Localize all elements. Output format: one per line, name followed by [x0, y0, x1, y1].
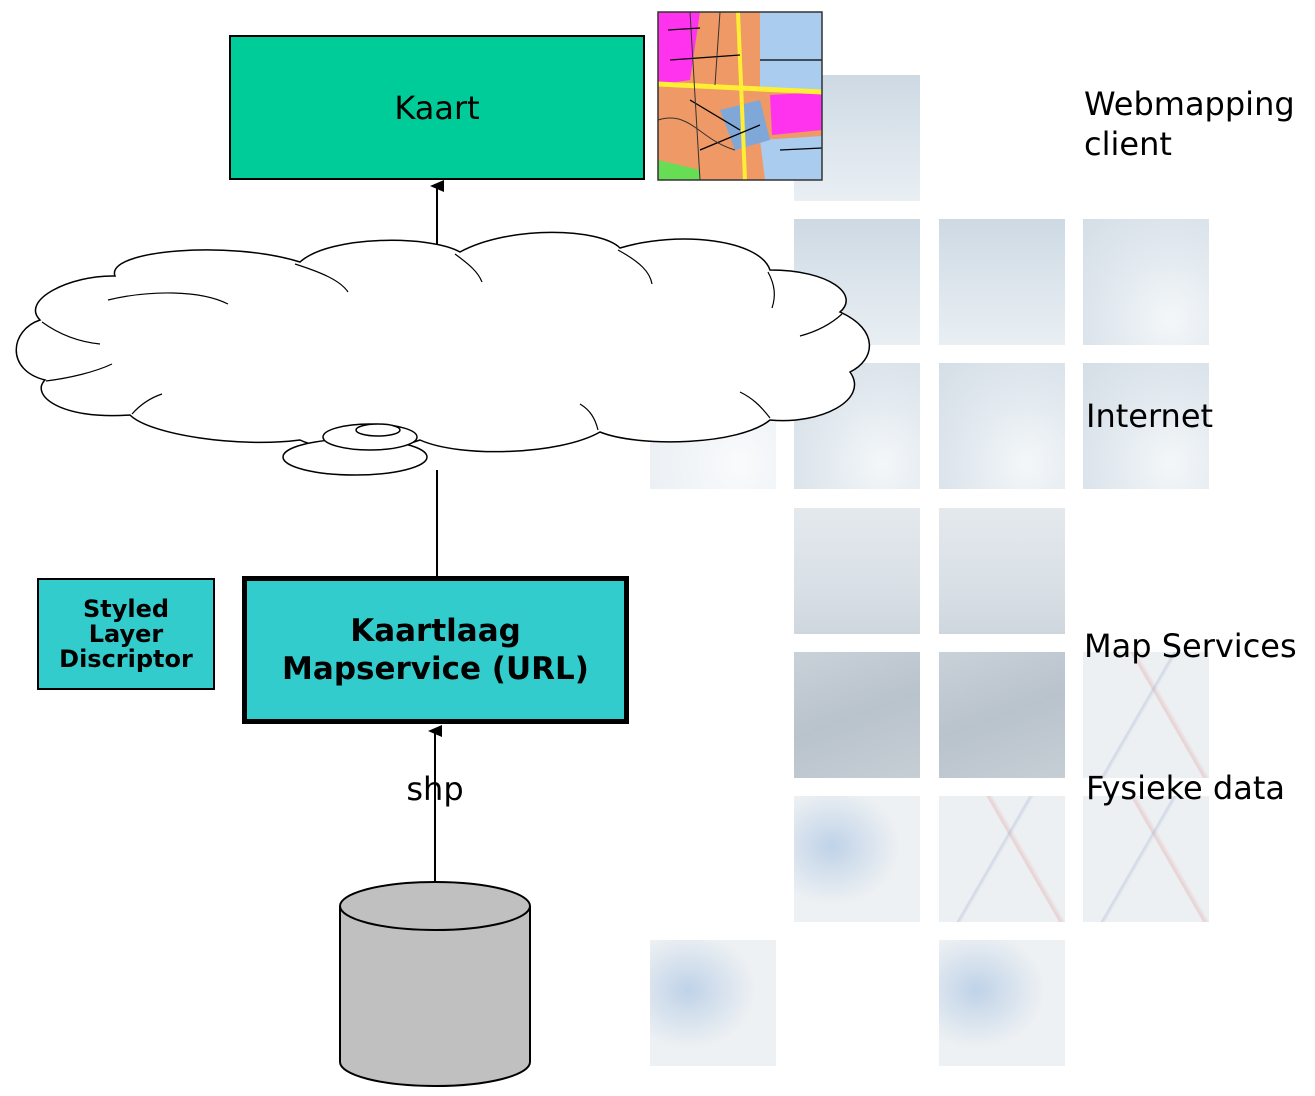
street-map-thumbnail	[657, 11, 823, 181]
level-label-map-services: Map Services	[1084, 627, 1297, 665]
level-label-webmapping-client: Webmapping client	[1084, 84, 1295, 164]
haze-tile	[794, 508, 920, 634]
map-tile	[650, 940, 776, 1066]
styled-layer-descriptor-box: Styled Layer Discriptor	[37, 578, 215, 690]
level-label-internet: Internet	[1086, 397, 1214, 435]
mapservice-url-label: Mapservice (URL)	[282, 651, 589, 687]
shp-datastore-cylinder	[339, 881, 531, 1087]
cloud-tile	[939, 363, 1065, 489]
sld-label-line-3: Discriptor	[59, 644, 193, 673]
map-tile	[939, 796, 1065, 922]
map-tile	[939, 940, 1065, 1066]
sld-label-line-1: Styled	[82, 594, 170, 623]
internet-cloud	[15, 231, 871, 476]
map-tile	[1083, 796, 1209, 922]
cloud-tile	[1083, 219, 1209, 345]
sky-tile	[939, 219, 1065, 345]
kaart-box: Kaart	[229, 35, 645, 180]
shp-label: shp	[406, 770, 464, 808]
sld-label-line-2: Layer	[88, 619, 164, 648]
level-label-fysieke-data: Fysieke data	[1086, 769, 1285, 807]
aerial-photo-tile	[794, 652, 920, 778]
aerial-photo-tile	[939, 652, 1065, 778]
map-tile	[794, 796, 920, 922]
kaartlaag-label: Kaartlaag	[350, 613, 521, 649]
webmapping-line-2: client	[1084, 125, 1172, 163]
kaart-label: Kaart	[394, 88, 480, 127]
kaartlaag-mapservice-box: Kaartlaag Mapservice (URL)	[242, 576, 629, 724]
map-tile	[1083, 652, 1209, 778]
cloud-tile	[1083, 363, 1209, 489]
haze-tile	[939, 508, 1065, 634]
webmapping-line-1: Webmapping	[1084, 85, 1295, 123]
